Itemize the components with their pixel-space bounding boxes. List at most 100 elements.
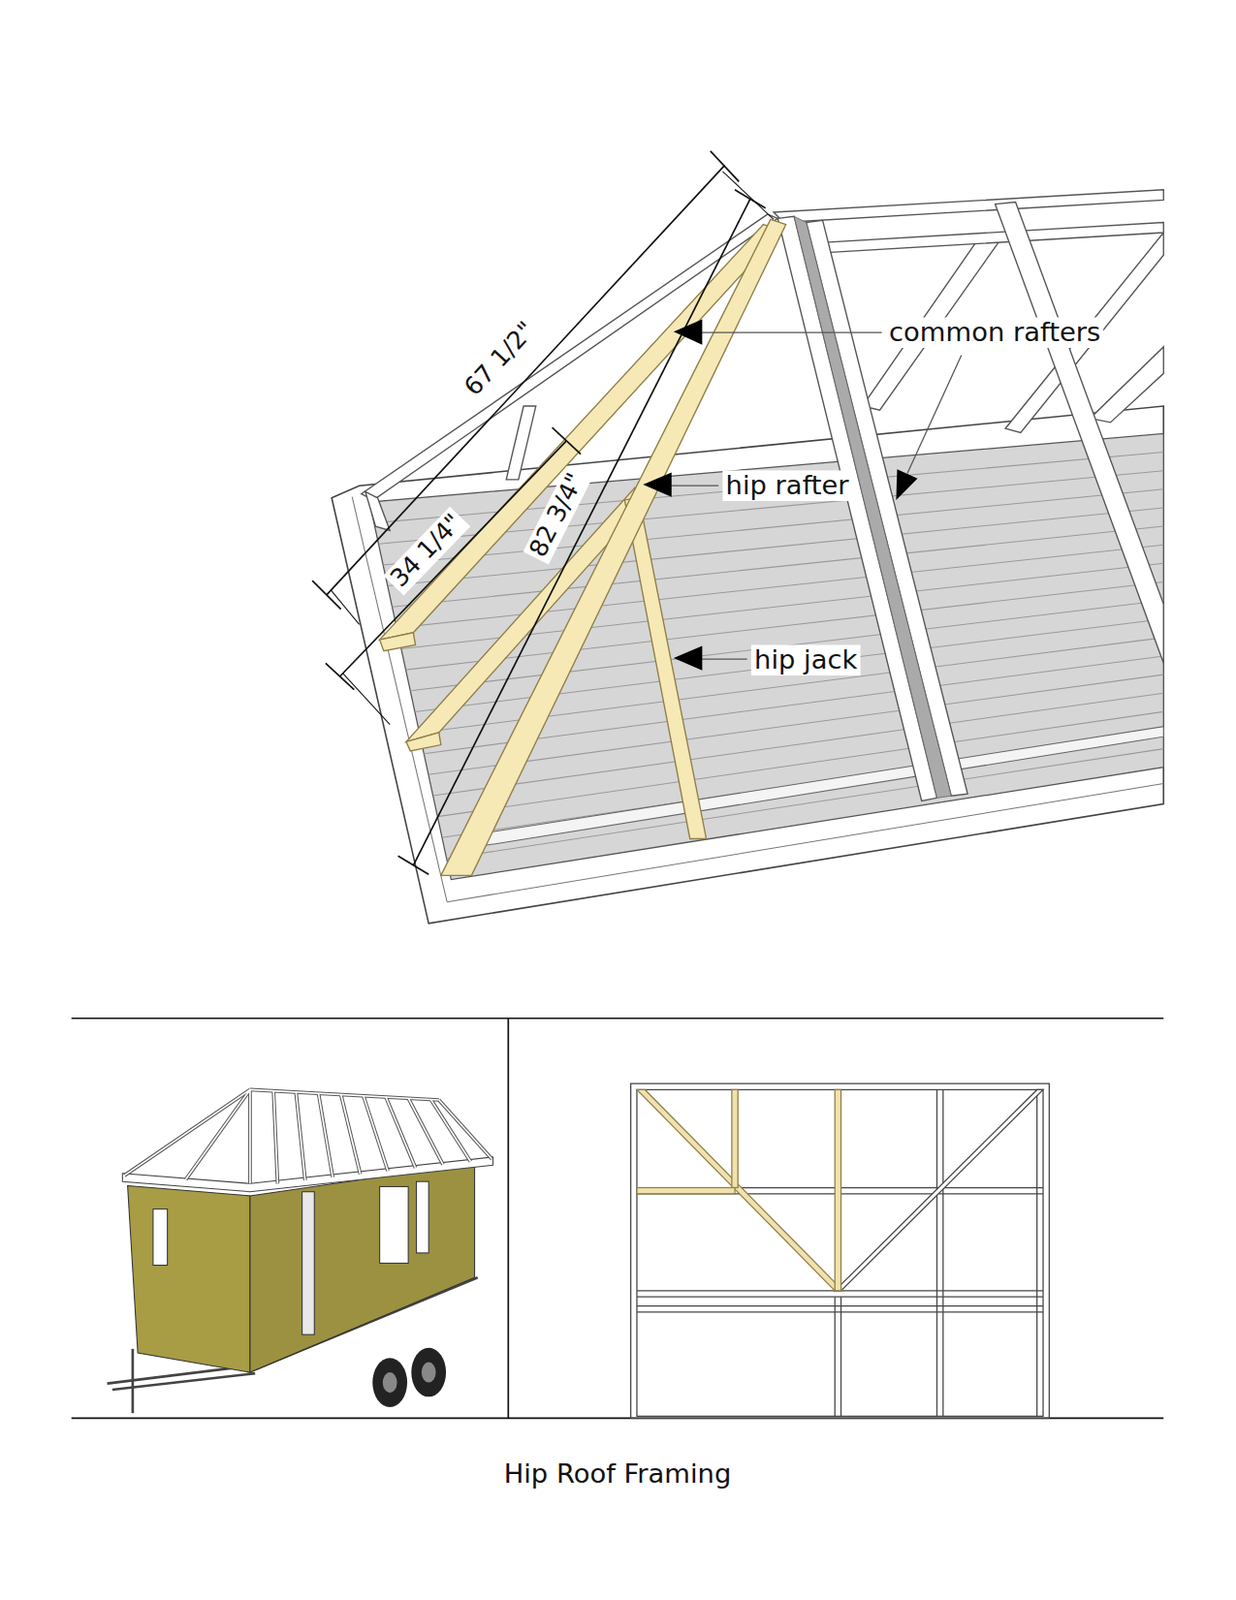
callout-leader [669,332,962,660]
callout-leader [699,332,882,334]
inset-rafter [295,1092,305,1181]
panel-rule [71,1018,1165,1420]
tiny-house-inset [380,1186,409,1264]
callout-leader [699,659,747,661]
dimension-line [710,151,739,183]
top-plate [446,784,1164,903]
roof-plan-inset [636,1089,844,1291]
common-rafter [995,201,1165,664]
plate-inner-rail [461,727,1164,850]
inset-rafter [430,1099,471,1162]
end-rafter [506,406,537,480]
inset-rafter [317,1093,333,1178]
inset-rafter [273,1090,278,1184]
callout-arrowhead [642,472,671,497]
dimension-line [734,190,766,209]
inset-rafter [295,1092,305,1181]
dimension-line [325,663,354,690]
deck-plank-line [392,526,1165,607]
inset-rafter-highlight [124,1089,492,1184]
yellow-rafters [380,224,783,641]
tiny-house-inset [186,1089,251,1180]
inset-rafter [363,1096,388,1173]
tiny-house-inset [124,1089,492,1184]
callout-arrowhead [673,645,702,670]
ridge-board [773,190,1164,223]
rafter-shading [793,216,951,798]
tiny-house-inset [416,1181,430,1254]
callout-arrowhead [673,319,702,346]
deck-plank-line [396,544,1164,629]
roof-plan-inset [636,1089,844,1291]
inset-rafter [341,1094,361,1174]
inset-rafter-highlight [439,1100,493,1160]
dimension-line [312,580,341,609]
roof-plan-inset [942,1089,944,1417]
tiny-house-inset [372,1358,408,1408]
tiny-house-inset [250,1163,476,1373]
dimension-line [552,427,581,454]
deck-plank-line [374,452,1164,524]
callout-leader [907,354,962,474]
callout-leader [669,485,720,487]
figure-caption: Hip Roof Framing [500,1459,734,1490]
dimension-line [722,171,774,220]
inset-rafter [385,1097,416,1169]
roof-plan-inset [631,1083,1050,1419]
back-rafters [1089,347,1164,423]
end-rafter [365,491,390,531]
dimension-line [330,590,359,626]
roof-plan-inset [636,1297,1044,1299]
tiny-house-inset [127,1185,251,1373]
plate-inner-rail [461,727,1164,850]
tiny-house-inset [250,1089,440,1101]
ridge-board [816,222,1164,254]
inset-rafter [273,1090,278,1184]
dimension-line [398,855,430,875]
tiny-house-inset [248,1089,253,1184]
roof-plan-inset [834,1297,836,1417]
roof-plan-inset [1036,1089,1038,1417]
roof-plan-inset [636,1188,735,1195]
tiny-house-inset [411,1348,446,1398]
tiny-house-inset [131,1349,135,1414]
panel-rule [71,1017,1165,1020]
dimension-line [312,151,774,875]
inset-rafter-highlight [186,1089,251,1180]
tiny-house-inset [107,1089,494,1414]
rafter-shading [793,216,951,798]
roof-plan-inset [840,1297,842,1417]
callout-arrowhead [642,319,918,671]
tiny-house-inset [302,1192,316,1335]
deck-plank-line [446,749,1165,859]
tiny-house-inset [122,1157,493,1193]
callout-label: hip jack [751,644,861,675]
roof-plan-inset [636,1311,1044,1313]
roof-plan-inset [731,1089,738,1188]
dimension-line [340,441,568,677]
inset-rafter [408,1098,444,1166]
inset-rafter [363,1096,388,1173]
tiny-house-inset [421,1362,437,1384]
inset-rafter [317,1093,333,1178]
tiny-house-inset [124,1089,251,1175]
yellow-rafters [406,732,442,752]
common-rafter [777,216,937,801]
roof-plan-inset [636,1089,1044,1417]
callout-label: common rafters [886,316,1105,348]
common-rafter [777,201,1164,801]
tiny-house-inset [382,1372,398,1394]
dimension-line [343,673,390,726]
callout-label: hip rafter [722,470,852,501]
yellow-rafters [624,498,706,840]
yellow-rafters [380,633,416,652]
inset-rafter [385,1097,416,1169]
dimension-line [326,165,726,596]
inset-rafter-highlight [250,1089,440,1101]
roof-plan-inset [834,1089,1044,1291]
yellow-rafters [441,219,787,876]
common-rafter [806,220,968,796]
inset-rafter-highlight [124,1089,251,1175]
